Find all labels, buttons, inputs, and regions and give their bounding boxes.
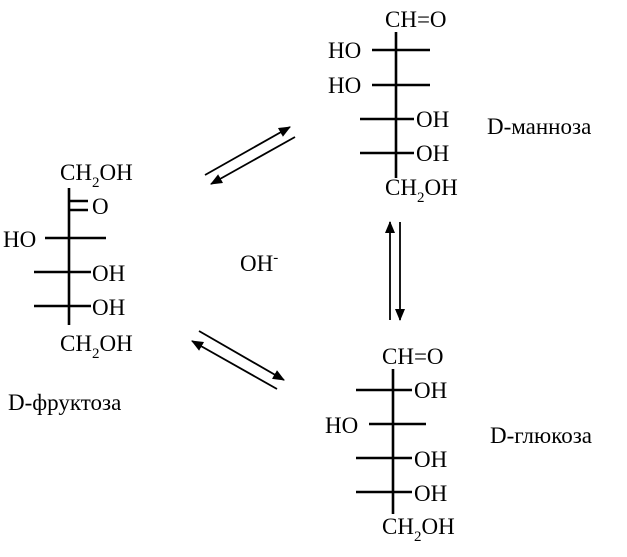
arrow-fructose-to-glucose <box>198 330 285 381</box>
glucose-aldehyde-label: CH=O <box>382 344 444 369</box>
mannose-name: D-манноза <box>487 114 591 139</box>
mannose-aldehyde-label: CH=O <box>385 7 447 32</box>
glucose-row-1-label: OH <box>414 378 447 403</box>
fructose-name: D-фруктоза <box>8 390 121 415</box>
fructose-row-3-label: OH <box>92 295 125 320</box>
fructose-row-1-label: HO <box>3 227 36 252</box>
fructose-row-2-label: OH <box>92 261 125 286</box>
fructose-keto-label: O <box>92 194 109 219</box>
mannose-structure: CH=O HO HO OH OH CH2OH D-манноза <box>328 7 591 206</box>
glucose-row-4-label: OH <box>414 481 447 506</box>
glucose-structure: CH=O OH HO OH OH CH2OH D-глюкоза <box>325 344 592 545</box>
fructose-mannose-equilibrium-arrows <box>204 126 296 185</box>
mannose-row-1-label: HO <box>328 38 361 63</box>
arrow-mannose-to-fructose <box>210 136 296 185</box>
glucose-name: D-глюкоза <box>490 423 592 448</box>
glucose-ch2oh: CH2OH <box>382 514 455 545</box>
mannose-row-3-label: OH <box>416 107 449 132</box>
mannose-row-4-label: OH <box>416 141 449 166</box>
fructose-structure: CH2OH O HO OH OH CH2OH D-фруктоза <box>3 160 133 415</box>
glucose-row-2-label: HO <box>325 413 358 438</box>
mannose-glucose-equilibrium-arrows <box>385 221 405 321</box>
glucose-row-3-label: OH <box>414 447 447 472</box>
fructose-ch2oh-bottom: CH2OH <box>60 331 133 362</box>
arrow-glucose-to-fructose <box>191 340 278 390</box>
mannose-row-2-label: HO <box>328 73 361 98</box>
mannose-ch2oh: CH2OH <box>385 175 458 206</box>
fructose-glucose-equilibrium-arrows <box>191 330 285 390</box>
arrow-fructose-to-mannose <box>204 126 291 176</box>
catalyst-label: OH- <box>240 250 278 276</box>
fructose-ch2oh-top: CH2OH <box>60 160 133 191</box>
